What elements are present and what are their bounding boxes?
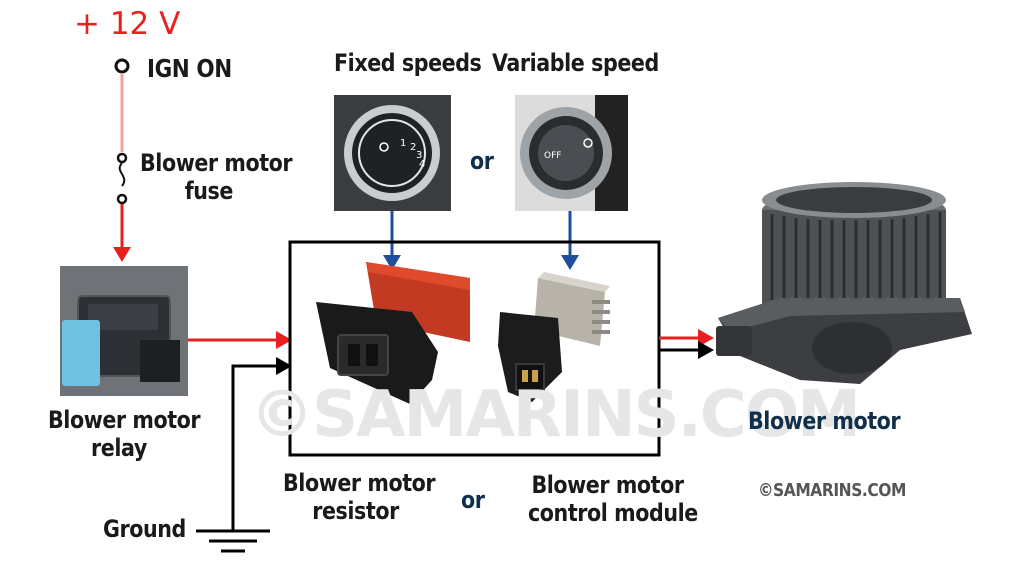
fixed-dial-num-1: 1 — [400, 138, 406, 149]
signal-arrow-fixed — [383, 255, 401, 270]
signal-arrow-variable — [561, 255, 579, 270]
ground-wire — [231, 364, 280, 530]
supply-voltage-label: + 12 V — [74, 6, 181, 42]
ground-arrow — [276, 357, 292, 375]
fuse-label-line2: fuse — [184, 176, 234, 205]
resistor-label-line2: resistor — [312, 496, 399, 525]
fuse-label-line1: Blower motor — [140, 149, 293, 177]
ign-on-label: IGN ON — [147, 54, 232, 83]
control-module-label-line2: control module — [528, 498, 698, 527]
fixed-speeds-label: Fixed speeds — [334, 49, 482, 77]
blower-resistor-photo — [316, 262, 470, 404]
ign-terminal — [114, 58, 130, 74]
blower-motor-label: Blower motor — [748, 407, 901, 435]
control-module-label: Blower motor control module — [528, 471, 698, 527]
fan-icon-2 — [583, 138, 593, 148]
ground-label: Ground — [103, 515, 186, 543]
ground-arrow-blower — [698, 341, 714, 359]
fixed-dial-num-4: 4 — [419, 159, 425, 170]
switch-or-label: or — [470, 147, 494, 175]
relay-label-line2: relay — [91, 433, 147, 462]
fuse-symbol — [116, 152, 128, 205]
fuse-label: Blower motor fuse — [140, 149, 293, 205]
fixed-dial-num-3: 3 — [416, 150, 422, 161]
variable-dial-off: OFF — [544, 151, 561, 161]
resistor-label-line1: Blower motor — [283, 469, 436, 497]
control-module-label-line1: Blower motor — [531, 471, 684, 499]
control-module-photo — [498, 272, 610, 402]
fan-icon — [379, 142, 389, 152]
power-arrow-down — [113, 247, 131, 262]
blower-motor-photo — [716, 182, 972, 384]
module-or-label: or — [461, 486, 485, 514]
power-arrow-right — [276, 331, 292, 349]
resistor-label: Blower motor resistor — [283, 469, 436, 525]
variable-speed-label: Variable speed — [492, 49, 659, 77]
fixed-dial-num-2: 2 — [410, 142, 416, 153]
relay-label: Blower motor relay — [48, 406, 201, 462]
relay-label-line1: Blower motor — [48, 406, 201, 434]
copyright-label: ©SAMARINS.COM — [758, 480, 907, 501]
watermark: ©SAMARINS.COM — [250, 378, 861, 452]
variable-speed-switch-photo: OFF — [515, 95, 628, 211]
power-arrow-blower — [698, 329, 714, 347]
ground-symbol — [196, 529, 270, 553]
relay-photo — [60, 266, 188, 396]
fixed-speed-switch-photo: 1 2 3 4 — [334, 95, 451, 211]
